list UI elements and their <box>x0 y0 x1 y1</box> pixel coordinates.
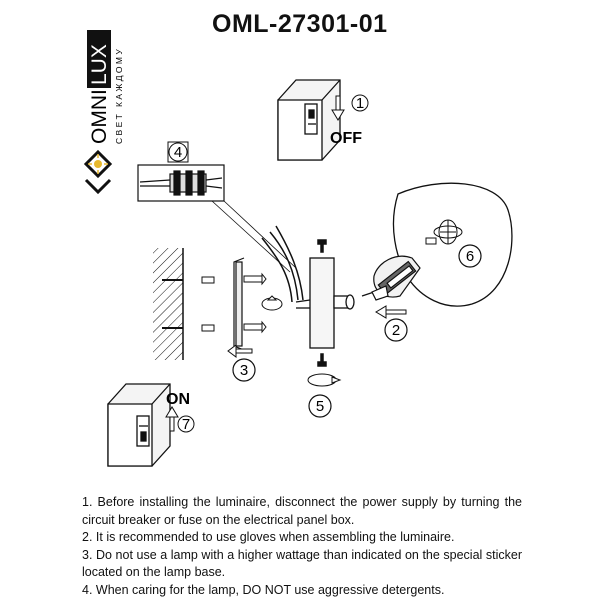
bulb-rotate-icon <box>425 219 463 245</box>
brand-logo: OMNI LUX СВЕТ КАЖДОМУ <box>83 30 124 195</box>
svg-text:3: 3 <box>240 362 248 379</box>
arrow-up-on <box>165 406 179 432</box>
page-title: OML-27301-01 <box>212 10 388 38</box>
svg-text:1: 1 <box>356 95 364 112</box>
step-7-callout: 7 <box>177 415 195 433</box>
step-5-callout: 5 <box>308 394 332 418</box>
step-4-callout: 4 <box>167 141 189 163</box>
dowels <box>201 276 215 332</box>
switch-on-box <box>107 383 171 467</box>
svg-text:2: 2 <box>392 322 400 339</box>
screws <box>243 272 267 334</box>
step-1-callout: 1 <box>351 94 369 112</box>
step-6-callout: 6 <box>458 244 482 268</box>
wall <box>153 248 184 360</box>
terminal-block-detail <box>137 164 297 273</box>
instruction-item: 3. Do not use a lamp with a higher watta… <box>82 547 522 580</box>
lamp-shade <box>392 182 513 307</box>
brand-tagline: СВЕТ КАЖДОМУ <box>114 47 124 144</box>
step-3-callout: 3 <box>232 358 256 382</box>
brand-name-part1: OMNI <box>88 89 111 144</box>
svg-text:7: 7 <box>182 416 190 433</box>
off-label: OFF <box>330 130 362 147</box>
on-label: ON <box>166 391 190 408</box>
brand-name-part2: LUX <box>88 44 111 85</box>
svg-text:4: 4 <box>174 144 182 161</box>
canopy-base <box>295 257 355 349</box>
installation-diagram: 1 OFF 4 <box>107 79 513 467</box>
svg-text:5: 5 <box>316 398 324 415</box>
logo-mark-icon <box>83 149 113 195</box>
switch-off-box <box>277 79 341 161</box>
safety-instructions: 1. Before installing the luminaire, disc… <box>82 494 522 599</box>
arrow-left-lamp <box>375 305 407 319</box>
instruction-item: 2. It is recommended to use gloves when … <box>82 530 455 544</box>
lamp-holder <box>361 255 421 301</box>
svg-text:6: 6 <box>466 248 474 265</box>
arrow-left-mount <box>227 344 253 358</box>
end-caps <box>317 239 327 367</box>
arrow-down-off <box>331 95 345 121</box>
rotate-arrow-icon <box>307 373 342 387</box>
instruction-item: 4. When caring for the lamp, DO NOT use … <box>82 582 445 597</box>
supply-wires <box>261 225 304 303</box>
step-2-callout: 2 <box>384 318 408 342</box>
rotate-icon <box>261 295 283 311</box>
instruction-item: 1. Before installing the luminaire, disc… <box>82 495 522 527</box>
mounting-bracket <box>233 257 245 351</box>
